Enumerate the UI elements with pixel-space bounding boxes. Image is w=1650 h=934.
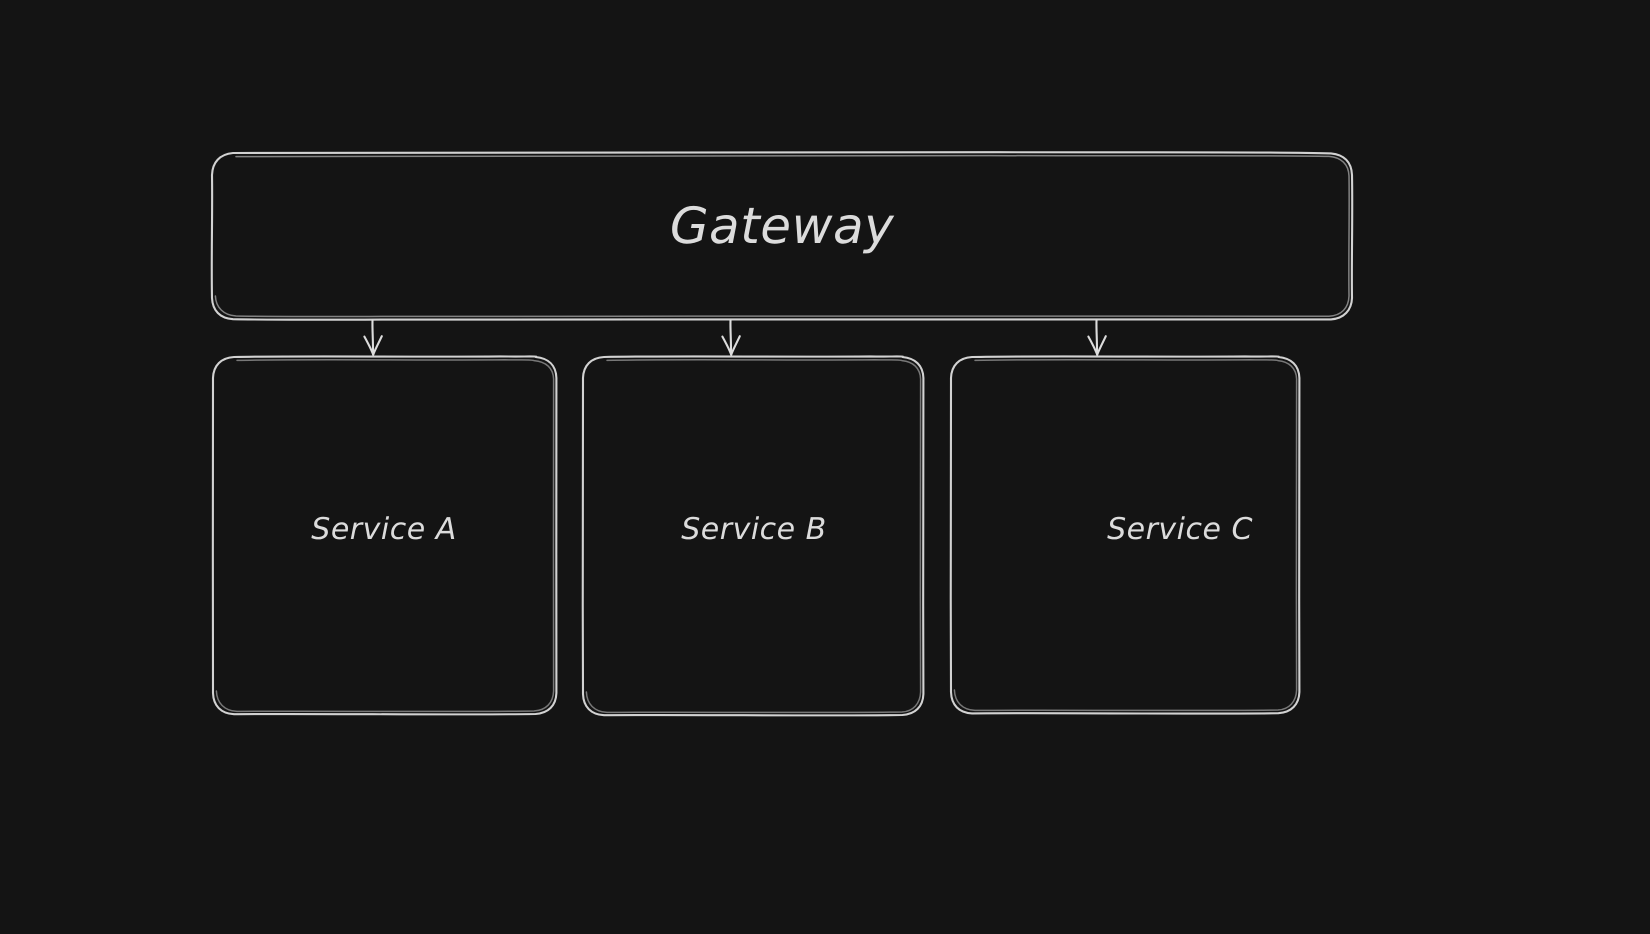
node-label-gateway: Gateway xyxy=(669,197,895,255)
node-label-service-c: Service C xyxy=(1107,512,1253,547)
service-a-box-outline xyxy=(211,355,558,716)
arrow-gateway-to-service-c xyxy=(1087,319,1107,356)
node-label-service-b: Service B xyxy=(681,512,827,547)
arrow-gateway-to-service-b xyxy=(721,319,741,356)
service-c-box-outline xyxy=(949,355,1301,715)
gateway-box-outline xyxy=(210,151,1354,321)
service-b-box-outline xyxy=(581,355,925,717)
arrow-gateway-to-service-a xyxy=(363,319,383,356)
node-label-service-a: Service A xyxy=(311,512,457,547)
